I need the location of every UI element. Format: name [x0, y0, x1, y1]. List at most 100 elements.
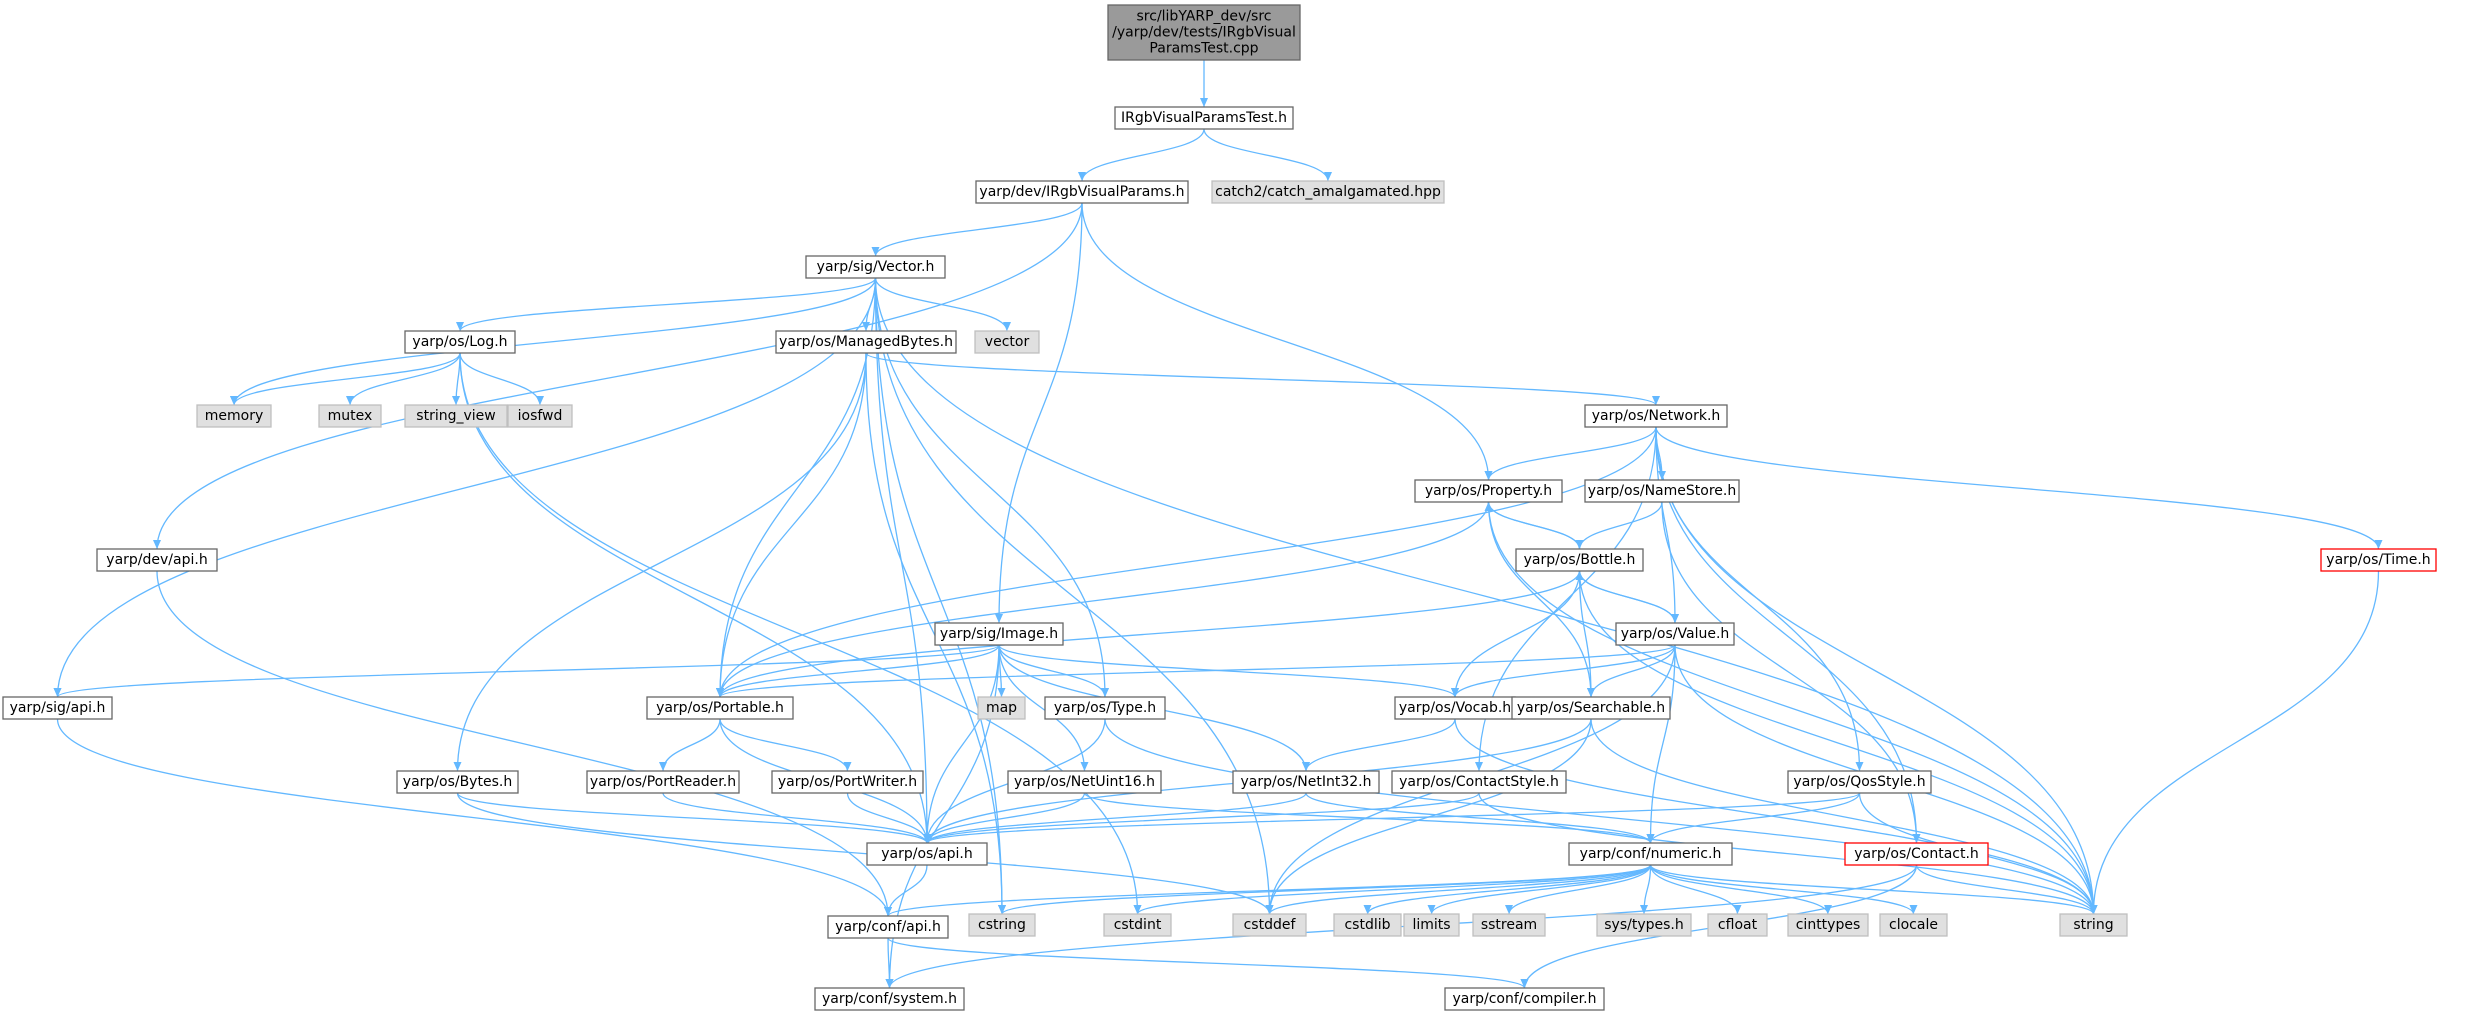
edge-oslog-to-mutex: [346, 352, 461, 406]
edge-netint32-to-numeric: [1305, 792, 1655, 844]
node-label-managedbytes: yarp/os/ManagedBytes.h: [779, 334, 953, 350]
node-sigapi[interactable]: yarp/sig/api.h: [2, 696, 113, 720]
edge-sigvector-to-vector: [874, 277, 1011, 332]
edge-osapi-to-confapi: [884, 864, 928, 917]
node-label-vocab: yarp/os/Vocab.h: [1399, 700, 1511, 716]
edge-network-to-value: [1655, 426, 1679, 624]
node-bottle[interactable]: yarp/os/Bottle.h: [1515, 548, 1644, 572]
edge-sigvector-to-sigapi: [53, 277, 877, 698]
node-box-string_view: [404, 404, 508, 428]
edge-bytes-to-cstddef: [456, 792, 1274, 915]
node-box-sstream: [1472, 913, 1546, 937]
node-value[interactable]: yarp/os/Value.h: [1615, 622, 1735, 646]
node-portwriter[interactable]: yarp/os/PortWriter.h: [771, 770, 924, 794]
node-portable[interactable]: yarp/os/Portable.h: [646, 696, 794, 720]
node-managedbytes[interactable]: yarp/os/ManagedBytes.h: [775, 330, 957, 354]
edge-value-to-vocab: [1451, 644, 1676, 698]
edge-portable-to-portreader: [659, 718, 721, 772]
node-contact[interactable]: yarp/os/Contact.h: [1844, 842, 1989, 866]
node-label-confcompiler: yarp/conf/compiler.h: [1453, 991, 1597, 1007]
node-oslog[interactable]: yarp/os/Log.h: [404, 330, 516, 354]
node-label-string_view: string_view: [416, 408, 495, 424]
node-box-clocale: [1879, 913, 1948, 937]
edge-managedbytes-to-cstring: [865, 352, 1006, 915]
node-box-confapi: [827, 915, 949, 939]
node-confcompiler[interactable]: yarp/conf/compiler.h: [1444, 987, 1605, 1011]
node-searchable[interactable]: yarp/os/Searchable.h: [1511, 696, 1671, 720]
node-label-value: yarp/os/Value.h: [1621, 626, 1730, 642]
edge-irgbtest-to-catch2: [1203, 128, 1332, 182]
node-box-vector: [974, 330, 1040, 354]
node-box-cstdint: [1103, 913, 1172, 937]
node-confapi[interactable]: yarp/conf/api.h: [827, 915, 949, 939]
node-irgbtest[interactable]: IRgbVisualParamsTest.h: [1114, 106, 1294, 130]
node-label-memory: memory: [205, 408, 264, 424]
node-label-confsystem: yarp/conf/system.h: [822, 991, 957, 1007]
node-osapi[interactable]: yarp/os/api.h: [866, 842, 988, 866]
node-devirgb[interactable]: yarp/dev/IRgbVisualParams.h: [975, 180, 1189, 204]
node-box-searchable: [1511, 696, 1671, 720]
node-box-netint32: [1232, 770, 1380, 794]
edge-time-to-string: [2089, 570, 2380, 915]
node-type[interactable]: yarp/os/Type.h: [1044, 696, 1166, 720]
node-box-mutex: [318, 404, 382, 428]
node-box-cstdlib: [1333, 913, 1402, 937]
node-network[interactable]: yarp/os/Network.h: [1584, 404, 1728, 428]
node-box-confsystem: [814, 987, 965, 1011]
node-label-netint32: yarp/os/NetInt32.h: [1240, 774, 1371, 790]
node-time[interactable]: yarp/os/Time.h: [2320, 548, 2437, 572]
node-label-root: ParamsTest.cpp: [1149, 41, 1258, 57]
edge-numeric-to-cstdint: [1133, 864, 1652, 915]
edge-value-to-portable: [716, 644, 1676, 698]
node-namestore[interactable]: yarp/os/NameStore.h: [1584, 479, 1740, 503]
node-map: map: [977, 696, 1026, 720]
node-qosstyle[interactable]: yarp/os/QosStyle.h: [1787, 770, 1932, 794]
node-label-sigvector: yarp/sig/Vector.h: [817, 259, 935, 275]
node-numeric[interactable]: yarp/conf/numeric.h: [1568, 842, 1733, 866]
edge-oslog-to-iosfwd: [459, 352, 544, 406]
node-vocab[interactable]: yarp/os/Vocab.h: [1394, 696, 1516, 720]
node-sigimage[interactable]: yarp/sig/Image.h: [934, 622, 1064, 646]
node-root[interactable]: src/libYARP_dev/src/yarp/dev/tests/IRgbV…: [1107, 4, 1301, 61]
node-portreader[interactable]: yarp/os/PortReader.h: [586, 770, 740, 794]
edge-sigvector-to-cstddef: [874, 277, 1274, 915]
edge-confapi-to-confcompiler: [887, 937, 1529, 989]
node-clocale: clocale: [1879, 913, 1948, 937]
node-box-contact: [1844, 842, 1989, 866]
node-bytes[interactable]: yarp/os/Bytes.h: [396, 770, 519, 794]
edge-property-to-string: [1487, 501, 2098, 915]
edge-numeric-to-limits: [1427, 864, 1652, 915]
node-property[interactable]: yarp/os/Property.h: [1414, 479, 1563, 503]
node-box-portreader: [586, 770, 740, 794]
node-cstring: cstring: [968, 913, 1036, 937]
node-devapi[interactable]: yarp/dev/api.h: [96, 548, 218, 572]
node-iosfwd: iosfwd: [507, 404, 573, 428]
node-label-portwriter: yarp/os/PortWriter.h: [778, 774, 917, 790]
edge-netuint16-to-numeric: [1083, 792, 1655, 844]
nodes-layer: src/libYARP_dev/src/yarp/dev/tests/IRgbV…: [2, 4, 2437, 1011]
node-label-devapi: yarp/dev/api.h: [106, 552, 207, 568]
node-netint32[interactable]: yarp/os/NetInt32.h: [1232, 770, 1380, 794]
node-label-cinttypes: cinttypes: [1796, 917, 1861, 933]
node-label-systypes: sys/types.h: [1604, 917, 1683, 933]
node-string: string: [2059, 913, 2128, 937]
node-label-osapi: yarp/os/api.h: [881, 846, 972, 862]
edge-value-to-bottle: [1575, 570, 1676, 624]
node-contactstyle[interactable]: yarp/os/ContactStyle.h: [1391, 770, 1567, 794]
node-label-time: yarp/os/Time.h: [2326, 552, 2430, 568]
node-netuint16[interactable]: yarp/os/NetUint16.h: [1007, 770, 1162, 794]
edge-network-to-portable: [716, 426, 1657, 698]
edge-bottle-to-property: [1484, 501, 1581, 550]
node-box-sigvector: [805, 255, 946, 279]
node-vector: vector: [974, 330, 1040, 354]
edge-vocab-to-string: [1454, 718, 2098, 915]
edge-bottle-to-searchable: [1578, 570, 1595, 698]
node-label-netuint16: yarp/os/NetUint16.h: [1014, 774, 1155, 790]
edge-devirgb-to-devapi: [153, 202, 1083, 550]
node-label-irgbtest: IRgbVisualParamsTest.h: [1121, 110, 1287, 126]
node-label-oslog: yarp/os/Log.h: [412, 334, 507, 350]
node-confsystem[interactable]: yarp/conf/system.h: [814, 987, 965, 1011]
node-sigvector[interactable]: yarp/sig/Vector.h: [805, 255, 946, 279]
edge-numeric-to-cstring: [998, 864, 1652, 915]
